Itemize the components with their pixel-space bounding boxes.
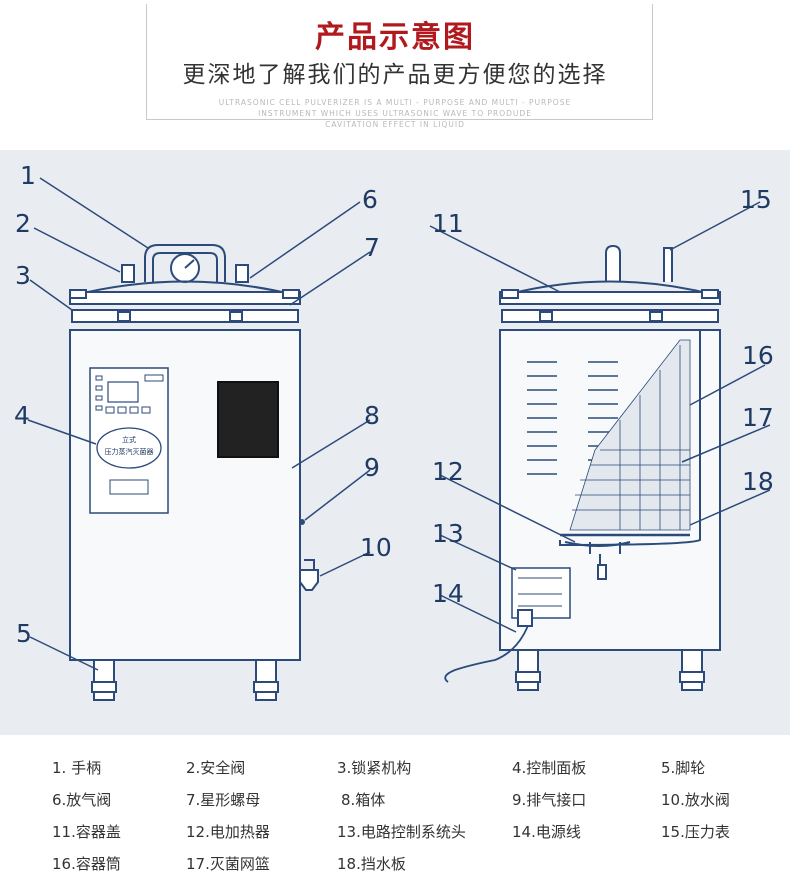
power-cord	[444, 619, 531, 683]
legend-item: 3.锁紧机构	[337, 759, 412, 777]
legend-item: 9.排气接口	[512, 791, 587, 809]
safety-valve	[121, 264, 135, 283]
legend-item: 13.电路控制系统头	[337, 823, 466, 841]
callout-12: 12	[432, 457, 464, 486]
legend-item: 2.安全阀	[186, 759, 246, 777]
legend-item: 11.容器盖	[52, 823, 121, 841]
sterilizer-diagram: 立式 压力蒸汽灭菌器 1 2 3 4 5 6 7 8 9 10 11 12 13…	[0, 150, 790, 735]
callout-11: 11	[432, 209, 464, 238]
page-subtitle: 更深地了解我们的产品更方便您的选择	[182, 62, 608, 88]
handle	[144, 244, 226, 282]
callout-5: 5	[16, 619, 32, 648]
legend-item: 12.电加热器	[186, 823, 270, 841]
caster	[93, 659, 115, 701]
legend-item: 5.脚轮	[661, 759, 706, 777]
callout-6: 6	[362, 185, 378, 214]
legend-item: 6.放气阀	[52, 791, 112, 809]
panel-text-line: 压力蒸汽灭菌器	[105, 447, 154, 456]
callout-8: 8	[364, 401, 380, 430]
display-window	[217, 381, 279, 458]
callout-9: 9	[364, 453, 380, 482]
panel-text: 立式 压力蒸汽灭菌器	[105, 435, 154, 456]
sterilizing-basket	[569, 339, 691, 531]
container-lid-right	[504, 280, 716, 296]
english-caption: ULTRASONIC CELL PULVERIZER IS A MULTI - …	[0, 97, 790, 130]
exhaust-port	[299, 519, 305, 525]
callout-18: 18	[742, 467, 774, 496]
callout-1: 1	[20, 161, 36, 190]
legend-item: 15.压力表	[661, 823, 730, 841]
vent-valve	[235, 264, 249, 283]
header: 产品示意图 更深地了解我们的产品更方便您的选择 ULTRASONIC CELL …	[0, 0, 790, 150]
callout-17: 17	[742, 403, 774, 432]
title-frame	[146, 4, 653, 120]
caster	[255, 659, 277, 701]
legend-item: 10.放水阀	[661, 791, 730, 809]
legend-item: 4.控制面板	[512, 759, 587, 777]
legend-item: 16.容器筒	[52, 855, 121, 873]
english-line: ULTRASONIC CELL PULVERIZER IS A MULTI - …	[218, 98, 572, 107]
legend-item: 14.电源线	[512, 823, 581, 841]
page-title: 产品示意图	[315, 20, 475, 55]
callout-16: 16	[742, 341, 774, 370]
legend-item: 17.灭菌网篮	[186, 855, 270, 873]
callout-3: 3	[15, 261, 31, 290]
legend-item: 7.星形螺母	[186, 791, 261, 809]
parts-legend: 1. 手柄 2.安全阀 3.锁紧机构 4.控制面板 5.脚轮 6.放气阀 7.星…	[0, 735, 790, 893]
callout-13: 13	[432, 519, 464, 548]
callout-7: 7	[364, 233, 380, 262]
caster	[517, 649, 539, 691]
diagram-svg: 立式 压力蒸汽灭菌器 1 2 3 4 5 6 7 8 9 10 11 12 13…	[14, 161, 774, 701]
callout-15: 15	[740, 185, 772, 214]
legend-item: 18.挡水板	[337, 855, 406, 873]
callout-4: 4	[14, 401, 30, 430]
callout-10: 10	[360, 533, 392, 562]
legend-item: 8.箱体	[341, 791, 386, 809]
drain-valve	[299, 569, 319, 591]
callout-labels: 1 2 3 4 5 6 7 8 9 10 11 12 13 14 15 16 1…	[14, 161, 774, 648]
electric-heater	[564, 541, 631, 574]
english-line: INSTRUMENT WHICH USES ULTRASONIC WAVE TO…	[258, 109, 532, 118]
container-lid-left	[74, 280, 296, 296]
caster	[681, 649, 703, 691]
panel-text-line: 立式	[122, 435, 136, 444]
legend-item: 1. 手柄	[52, 759, 102, 777]
callout-14: 14	[432, 579, 464, 608]
english-line: CAVITATION EFFECT IN LIQUID	[325, 120, 465, 129]
callout-2: 2	[15, 209, 31, 238]
